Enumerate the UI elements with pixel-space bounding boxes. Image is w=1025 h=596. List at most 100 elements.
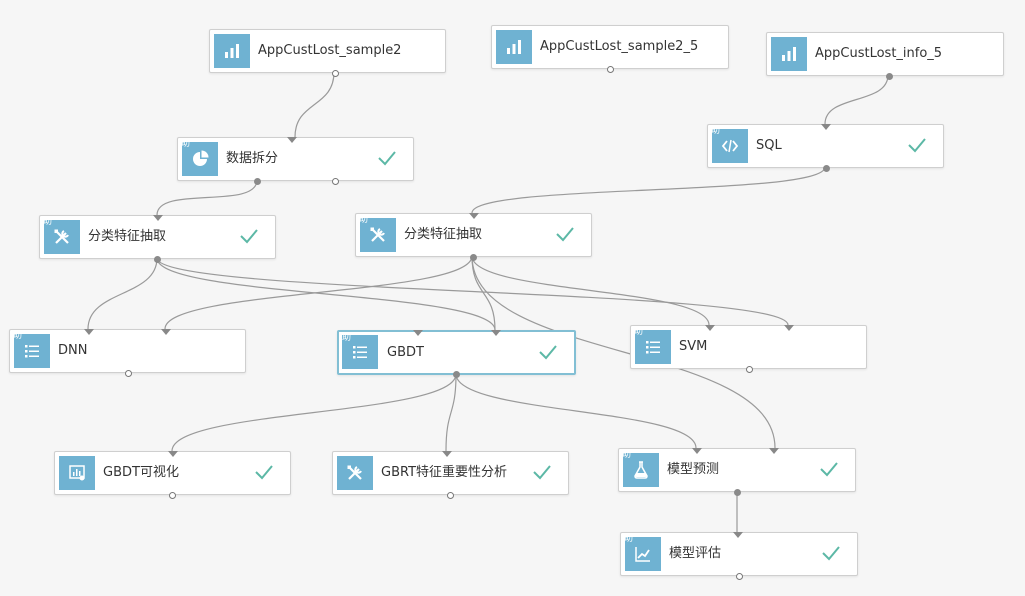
node-label: GBDT xyxy=(387,345,424,360)
node-label: GBRT特征重要性分析 xyxy=(381,465,508,480)
output-port[interactable] xyxy=(453,371,460,378)
tools-icon xyxy=(44,220,80,254)
input-port[interactable] xyxy=(821,124,831,130)
node-label: 模型预测 xyxy=(667,462,720,477)
output-port[interactable] xyxy=(886,73,893,80)
connection-line[interactable] xyxy=(294,71,335,138)
tools-icon xyxy=(360,218,396,252)
input-port[interactable] xyxy=(413,330,423,336)
input-port[interactable] xyxy=(784,325,794,331)
node-appcustlost-sample2[interactable]: AppCustLost_sample2 xyxy=(209,29,446,77)
output-port[interactable] xyxy=(746,366,753,373)
node-label: AppCustLost_sample2_5 xyxy=(540,39,699,54)
list-icon xyxy=(635,330,671,364)
table-icon xyxy=(771,37,807,71)
input-port[interactable] xyxy=(469,213,479,219)
node-label: SQL xyxy=(756,138,782,153)
connection-line[interactable] xyxy=(471,255,496,331)
input-port[interactable] xyxy=(733,532,743,538)
output-port[interactable] xyxy=(169,492,176,499)
node-label: SVM xyxy=(679,339,708,354)
line-chart-icon xyxy=(625,537,661,571)
node-data-split[interactable]: 助 数据拆分 xyxy=(177,137,414,185)
node-label: 模型评估 xyxy=(669,546,722,561)
output-port[interactable] xyxy=(607,66,614,73)
helper-badge: 助 xyxy=(624,534,634,544)
connection-line[interactable] xyxy=(156,179,258,216)
input-port[interactable] xyxy=(442,451,452,457)
node-gbrt-feature-importance[interactable]: GBRT特征重要性分析 xyxy=(332,451,569,499)
output-port[interactable] xyxy=(447,492,454,499)
helper-badge: 助 xyxy=(43,217,53,227)
input-port[interactable] xyxy=(287,137,297,143)
connection-line[interactable] xyxy=(156,257,496,331)
input-port[interactable] xyxy=(153,215,163,221)
output-port[interactable] xyxy=(154,256,161,263)
input-port[interactable] xyxy=(769,448,779,454)
node-model-evaluate[interactable]: 助 模型评估 xyxy=(620,532,858,580)
table-icon xyxy=(496,30,532,64)
helper-badge: 助 xyxy=(359,215,369,225)
success-check-icon xyxy=(539,345,557,360)
output-port[interactable] xyxy=(736,573,743,580)
input-port[interactable] xyxy=(84,329,94,335)
node-label: DNN xyxy=(58,343,88,358)
flask-icon xyxy=(623,453,659,487)
connection-line[interactable] xyxy=(471,166,826,214)
node-appcustlost-info-5[interactable]: AppCustLost_info_5 xyxy=(766,32,1004,80)
node-feature-extract-1[interactable]: 助 分类特征抽取 xyxy=(39,215,276,263)
node-sql[interactable]: 助 SQL xyxy=(707,124,944,172)
pie-icon xyxy=(182,142,218,176)
helper-badge: 助 xyxy=(342,333,352,343)
success-check-icon xyxy=(908,138,926,153)
input-port[interactable] xyxy=(692,448,702,454)
input-port[interactable] xyxy=(161,329,171,335)
output-port[interactable] xyxy=(470,254,477,261)
node-dnn[interactable]: 助 DNN xyxy=(9,329,246,377)
list-icon xyxy=(14,334,50,368)
node-gbdt-visualize[interactable]: GBDT可视化 xyxy=(54,451,291,499)
connection-line[interactable] xyxy=(164,255,473,330)
node-model-predict[interactable]: 助 模型预测 xyxy=(618,448,856,496)
output-port[interactable] xyxy=(734,489,741,496)
input-port[interactable] xyxy=(491,330,501,336)
node-label: AppCustLost_info_5 xyxy=(815,46,943,61)
connection-line[interactable] xyxy=(445,373,457,452)
connection-line[interactable] xyxy=(171,373,457,452)
input-port[interactable] xyxy=(705,325,715,331)
output-port[interactable] xyxy=(332,178,339,185)
output-port[interactable] xyxy=(332,70,339,77)
node-label: 数据拆分 xyxy=(226,151,279,166)
helper-badge: 助 xyxy=(711,126,721,136)
success-check-icon xyxy=(255,465,273,480)
connection-line[interactable] xyxy=(471,255,710,326)
node-appcustlost-sample2-5[interactable]: AppCustLost_sample2_5 xyxy=(491,25,729,73)
input-port[interactable] xyxy=(168,451,178,457)
success-check-icon xyxy=(240,229,258,244)
helper-badge: 助 xyxy=(622,450,632,460)
success-check-icon xyxy=(820,462,838,477)
helper-badge: 助 xyxy=(181,139,191,149)
table-icon xyxy=(214,34,250,68)
visual-icon xyxy=(59,456,95,490)
node-svm[interactable]: 助 SVM xyxy=(630,325,867,373)
success-check-icon xyxy=(533,465,551,480)
output-port[interactable] xyxy=(823,165,830,172)
code-icon xyxy=(712,129,748,163)
output-port[interactable] xyxy=(254,178,261,185)
helper-badge: 助 xyxy=(634,327,644,337)
node-feature-extract-2[interactable]: 助 分类特征抽取 xyxy=(355,213,592,261)
success-check-icon xyxy=(822,546,840,561)
success-check-icon xyxy=(378,151,396,166)
node-gbdt[interactable]: 助 GBDT xyxy=(337,330,576,378)
node-label: AppCustLost_sample2 xyxy=(258,43,402,58)
connection-line[interactable] xyxy=(156,257,789,326)
node-label: 分类特征抽取 xyxy=(404,227,483,242)
tools-icon xyxy=(337,456,373,490)
connection-line[interactable] xyxy=(824,74,889,125)
connection-line[interactable] xyxy=(87,257,158,330)
connection-line[interactable] xyxy=(455,373,697,449)
output-port[interactable] xyxy=(125,370,132,377)
